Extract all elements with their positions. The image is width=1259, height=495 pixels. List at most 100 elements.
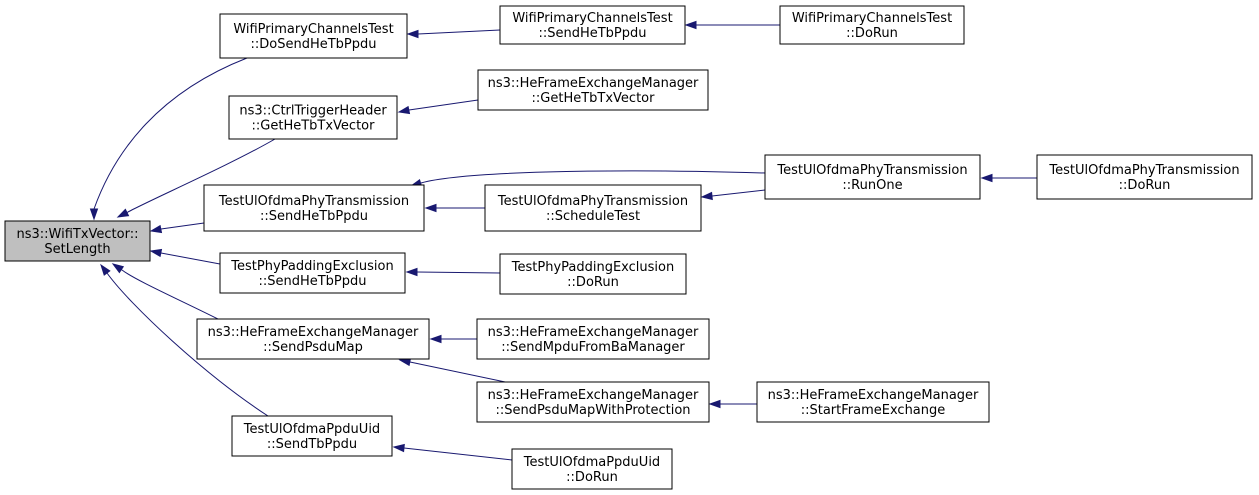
edge-line	[417, 29, 501, 35]
edge-hefem_start-to-hefem_sendprot	[708, 399, 757, 409]
node-label: ::SendHeTbPpdu	[258, 274, 366, 289]
node-tuopt-runone[interactable]: TestUlOfdmaPhyTransmission::RunOne	[764, 154, 981, 200]
arrow-head	[429, 334, 442, 344]
node-label: TestUlOfdmaPpduUid	[523, 455, 660, 470]
arrow-head	[397, 105, 411, 115]
node-label: TestPhyPaddingExclusion	[511, 260, 674, 275]
node-box	[499, 5, 686, 45]
node-label: ::DoRun	[567, 275, 619, 290]
edge-line	[106, 272, 269, 417]
edge-line	[127, 138, 276, 213]
node-tuopt-sched[interactable]: TestUlOfdmaPhyTransmission::ScheduleTest	[484, 184, 702, 232]
node-wpct-send[interactable]: WifiPrimaryChannelsTest::SendHeTbPpdu	[499, 5, 686, 45]
node-label: ns3::HeFrameExchangeManager	[488, 76, 699, 91]
arrow-head	[392, 443, 405, 453]
edge-line	[416, 271, 501, 274]
node-box	[203, 184, 425, 232]
edge-line	[160, 222, 205, 230]
node-tuopt-send[interactable]: TestUlOfdmaPhyTransmission::SendHeTbPpdu	[203, 184, 425, 232]
edge-tuoppu_send-to-root	[100, 263, 269, 417]
node-label: WifiPrimaryChannelsTest	[792, 11, 952, 26]
node-tuoppu-send[interactable]: TestUlOfdmaPpduUid::SendTbPpdu	[231, 415, 393, 457]
node-label: ::SendPsduMapWithProtection	[495, 403, 690, 418]
edges-layer	[89, 20, 1037, 461]
node-label: TestUlOfdmaPhyTransmission	[1048, 163, 1239, 178]
node-tuopt-dorun[interactable]: TestUlOfdmaPhyTransmission::DoRun	[1036, 154, 1253, 200]
node-label: ns3::HeFrameExchangeManager	[768, 388, 979, 403]
node-box	[219, 252, 406, 294]
edge-tppe_dorun-to-tppe_send	[405, 267, 501, 277]
node-box	[231, 415, 393, 457]
node-box	[4, 220, 151, 262]
node-hefem-sendpsdu[interactable]: ns3::HeFrameExchangeManager::SendPsduMap	[196, 318, 430, 360]
node-tuoppu-dorun[interactable]: TestUlOfdmaPpduUid::DoRun	[511, 448, 673, 490]
node-label: ::ScheduleTest	[546, 209, 640, 224]
arrow-head	[406, 29, 419, 39]
arrow-head	[684, 20, 697, 30]
node-label: ns3::WifiTxVector::	[16, 227, 138, 242]
node-label: ::DoRun	[566, 470, 618, 485]
node-box	[477, 69, 709, 111]
node-box	[219, 13, 408, 59]
edge-tuopt_runone-to-tuopt_sched	[700, 189, 766, 201]
node-box	[756, 381, 990, 423]
node-box	[484, 184, 702, 232]
node-label: ::SendMpduFromBaManager	[501, 340, 685, 355]
node-label: TestUlOfdmaPhyTransmission	[218, 194, 409, 209]
edge-line	[403, 447, 513, 461]
node-label: ::SendHeTbPpdu	[260, 209, 368, 224]
arrow-head	[89, 208, 99, 221]
arrow-head	[405, 267, 418, 277]
node-tppe-dorun[interactable]: TestPhyPaddingExclusion::DoRun	[499, 253, 687, 295]
node-label: ns3::HeFrameExchangeManager	[488, 388, 699, 403]
arrow-head	[980, 173, 993, 183]
edge-hefem_sendmpdu-to-hefem_sendpsdu	[429, 334, 477, 344]
edge-line	[160, 252, 221, 265]
node-hefem-start[interactable]: ns3::HeFrameExchangeManager::StartFrameE…	[756, 381, 990, 423]
edge-wpct_send-to-wpct_dosend	[406, 29, 501, 39]
node-label: WifiPrimaryChannelsTest	[512, 11, 672, 26]
node-tppe-send[interactable]: TestPhyPaddingExclusion::SendHeTbPpdu	[219, 252, 406, 294]
nodes-layer: ns3::WifiTxVector::SetLength WifiPrimaryC…	[4, 5, 1253, 490]
arrow-head	[700, 191, 713, 201]
node-label: ::GetHeTbTxVector	[532, 91, 656, 106]
edge-wpct_dorun-to-wpct_send	[684, 20, 780, 30]
node-label: ::SendTbPpdu	[267, 437, 357, 452]
node-box	[476, 381, 710, 423]
node-label: ::StartFrameExchange	[801, 403, 946, 418]
arrow-head	[424, 203, 437, 213]
node-wpct-dorun[interactable]: WifiPrimaryChannelsTest::DoRun	[779, 5, 965, 45]
edge-wpct_dosend-to-root	[89, 57, 248, 221]
node-root[interactable]: ns3::WifiTxVector::SetLength	[4, 220, 151, 262]
node-label: TestUlOfdmaPhyTransmission	[497, 194, 688, 209]
node-hefem-sendmpdu[interactable]: ns3::HeFrameExchangeManager::SendMpduFro…	[476, 318, 710, 360]
node-box	[1036, 154, 1253, 200]
node-label: ::RunOne	[842, 178, 902, 193]
edge-tuopt_send-to-root	[149, 222, 205, 234]
node-box	[511, 448, 673, 490]
edge-tuopt_sched-to-tuopt_send	[424, 203, 485, 213]
edge-tuoppu_dorun-to-tuoppu_send	[392, 443, 513, 461]
edge-hefem_sendprot-to-hefem_sendpsdu	[398, 357, 511, 384]
node-wpct-dosend[interactable]: WifiPrimaryChannelsTest::DoSendHeTbPpdu	[219, 13, 408, 59]
node-ctrl-get[interactable]: ns3::CtrlTriggerHeader::GetHeTbTxVector	[228, 95, 398, 140]
node-label: TestUlOfdmaPpduUid	[243, 422, 380, 437]
node-label: SetLength	[44, 242, 110, 257]
node-label: TestUlOfdmaPhyTransmission	[776, 163, 967, 178]
node-box	[228, 95, 398, 140]
edge-hefem_sendpsdu-to-root	[111, 263, 221, 321]
node-label: TestPhyPaddingExclusion	[230, 259, 393, 274]
node-box	[499, 253, 687, 295]
edge-tppe_send-to-root	[149, 248, 221, 265]
node-hefem-get[interactable]: ns3::HeFrameExchangeManager::GetHeTbTxVe…	[477, 69, 709, 111]
edge-line	[420, 170, 766, 184]
edge-line	[121, 269, 221, 321]
node-hefem-sendprot[interactable]: ns3::HeFrameExchangeManager::SendPsduMap…	[476, 381, 710, 423]
edge-ctrl_get-to-root	[116, 138, 276, 218]
edge-line	[409, 361, 511, 384]
node-label: ::GetHeTbTxVector	[252, 119, 376, 134]
node-box	[764, 154, 981, 200]
node-label: WifiPrimaryChannelsTest	[233, 22, 393, 37]
node-label: ::DoSendHeTbPpdu	[250, 37, 376, 52]
